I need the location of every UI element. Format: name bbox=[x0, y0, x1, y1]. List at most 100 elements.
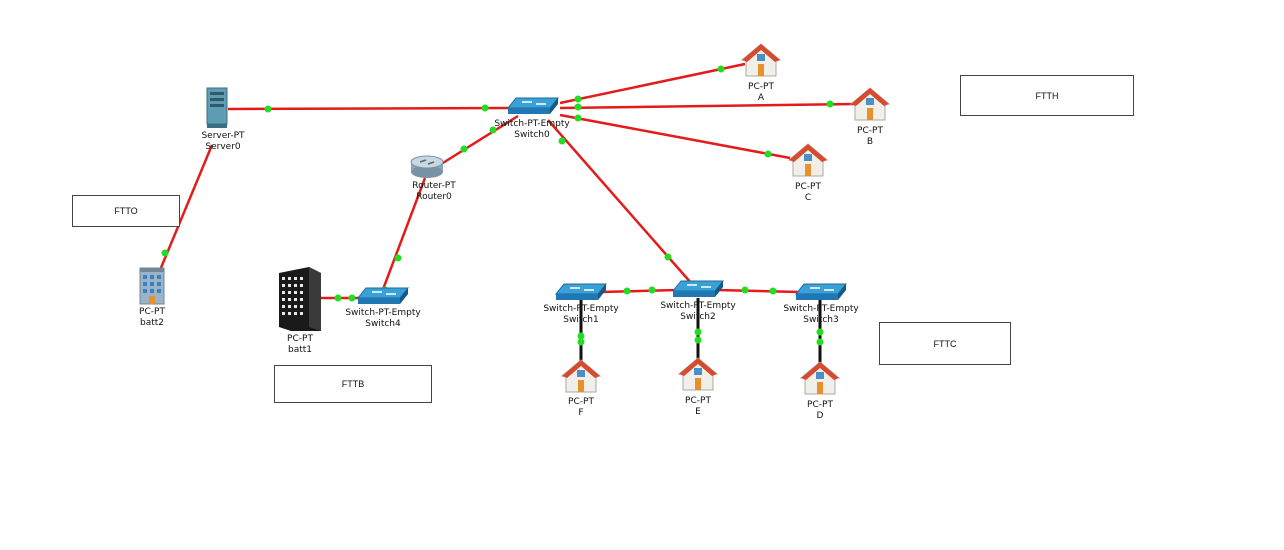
device-name: Switch2 bbox=[680, 312, 716, 322]
port-dot bbox=[816, 338, 824, 346]
port-dot bbox=[769, 287, 777, 295]
device-name: Router0 bbox=[416, 192, 452, 202]
port-dot bbox=[161, 249, 169, 257]
port-dot bbox=[460, 145, 468, 153]
port-dot bbox=[648, 286, 656, 294]
device-type: PC-PT bbox=[807, 400, 833, 410]
port-dot bbox=[741, 286, 749, 294]
pc-a-label: PC-PT A bbox=[748, 82, 774, 104]
device-name: C bbox=[804, 193, 812, 203]
switch0-label: Switch-PT-Empty Switch0 bbox=[494, 119, 569, 141]
device-name: E bbox=[695, 407, 701, 417]
port-dot bbox=[264, 105, 272, 113]
port-dot bbox=[394, 254, 402, 262]
house-icon-c[interactable] bbox=[787, 143, 829, 177]
device-name: Server0 bbox=[205, 142, 241, 152]
device-type: Switch-PT-Empty bbox=[543, 304, 619, 314]
note-ftto[interactable]: FTTO bbox=[72, 195, 180, 227]
device-name: batt2 bbox=[139, 318, 165, 328]
port-dot bbox=[694, 336, 702, 344]
note-fttc[interactable]: FTTC bbox=[879, 322, 1011, 365]
device-type: PC-PT bbox=[568, 397, 594, 407]
port-dot bbox=[574, 95, 582, 103]
note-fttb[interactable]: FTTB bbox=[274, 365, 432, 403]
house-icon-e[interactable] bbox=[677, 357, 719, 391]
device-name: Switch1 bbox=[563, 315, 599, 325]
port-dot bbox=[717, 65, 725, 73]
switch2-label: Switch-PT-Empty Switch2 bbox=[660, 301, 735, 323]
device-name: A bbox=[757, 93, 765, 103]
port-dot bbox=[334, 294, 342, 302]
device-type: PC-PT bbox=[685, 396, 711, 406]
switch4-icon[interactable] bbox=[356, 287, 410, 304]
device-name: B bbox=[866, 137, 874, 147]
port-dot bbox=[577, 332, 585, 340]
link-switch0-pc-a[interactable] bbox=[559, 62, 746, 105]
switch3-icon[interactable] bbox=[794, 283, 848, 300]
device-type: PC-PT bbox=[748, 82, 774, 92]
router0-label: Router-PT Router0 bbox=[412, 181, 455, 203]
port-dot bbox=[489, 126, 497, 134]
port-dot bbox=[826, 100, 834, 108]
device-name: Switch3 bbox=[803, 315, 839, 325]
house-icon-a[interactable] bbox=[740, 43, 782, 77]
port-dot bbox=[574, 103, 582, 111]
switch4-label: Switch-PT-Empty Switch4 bbox=[345, 308, 420, 330]
device-type: Router-PT bbox=[412, 181, 456, 191]
device-name: Switch0 bbox=[514, 130, 550, 140]
link-switch1-switch2[interactable] bbox=[599, 288, 678, 294]
port-dot bbox=[348, 294, 356, 302]
device-name: Switch4 bbox=[365, 319, 401, 329]
device-name: batt1 bbox=[287, 345, 313, 355]
server0-label: Server-PT Server0 bbox=[201, 131, 244, 153]
note-ftth[interactable]: FTTH bbox=[960, 75, 1134, 116]
device-name: D bbox=[816, 411, 824, 421]
port-dot bbox=[558, 137, 566, 145]
link-switch0-pc-c[interactable] bbox=[559, 113, 791, 160]
device-type: Switch-PT-Empty bbox=[783, 304, 859, 314]
device-type: Switch-PT-Empty bbox=[494, 119, 570, 129]
port-dot bbox=[481, 104, 489, 112]
switch1-label: Switch-PT-Empty Switch1 bbox=[543, 304, 618, 326]
device-type: Switch-PT-Empty bbox=[660, 301, 736, 311]
apartment-building-icon[interactable] bbox=[139, 267, 165, 305]
link-switch0-pc-b[interactable] bbox=[559, 102, 857, 110]
link-switch0-router0[interactable] bbox=[437, 114, 519, 168]
port-dot bbox=[574, 114, 582, 122]
batt1-label: PC-PT batt1 bbox=[287, 334, 313, 356]
device-type: Switch-PT-Empty bbox=[345, 308, 421, 318]
pc-f-label: PC-PT F bbox=[568, 397, 594, 419]
pc-b-label: PC-PT B bbox=[857, 126, 883, 148]
port-dot bbox=[577, 338, 585, 346]
device-type: PC-PT bbox=[857, 126, 883, 136]
switch0-icon[interactable] bbox=[506, 97, 560, 114]
pc-c-label: PC-PT C bbox=[795, 182, 821, 204]
switch2-icon[interactable] bbox=[671, 280, 725, 297]
office-tower-icon[interactable] bbox=[279, 267, 321, 331]
link-switch2-switch3[interactable] bbox=[716, 288, 801, 294]
house-icon-d[interactable] bbox=[799, 361, 841, 395]
house-icon-f[interactable] bbox=[560, 359, 602, 393]
device-type: Server-PT bbox=[201, 131, 245, 141]
house-icon-b[interactable] bbox=[849, 87, 891, 121]
batt2-label: PC-PT batt2 bbox=[139, 307, 165, 329]
port-dot bbox=[694, 328, 702, 336]
link-server0-switch0[interactable] bbox=[227, 106, 513, 111]
router-icon[interactable] bbox=[410, 155, 444, 178]
pc-d-label: PC-PT D bbox=[807, 400, 833, 422]
switch1-icon[interactable] bbox=[554, 283, 608, 300]
switch3-label: Switch-PT-Empty Switch3 bbox=[783, 304, 858, 326]
device-type: PC-PT bbox=[795, 182, 821, 192]
port-dot bbox=[664, 253, 672, 261]
port-dot bbox=[816, 328, 824, 336]
server-icon[interactable] bbox=[206, 87, 228, 128]
port-dot bbox=[764, 150, 772, 158]
link-router0-switch4[interactable] bbox=[380, 177, 427, 293]
device-type: PC-PT bbox=[287, 334, 313, 344]
port-dot bbox=[623, 287, 631, 295]
device-type: PC-PT bbox=[139, 307, 165, 317]
links bbox=[156, 62, 857, 366]
device-name: F bbox=[578, 408, 584, 418]
pc-e-label: PC-PT E bbox=[685, 396, 711, 418]
